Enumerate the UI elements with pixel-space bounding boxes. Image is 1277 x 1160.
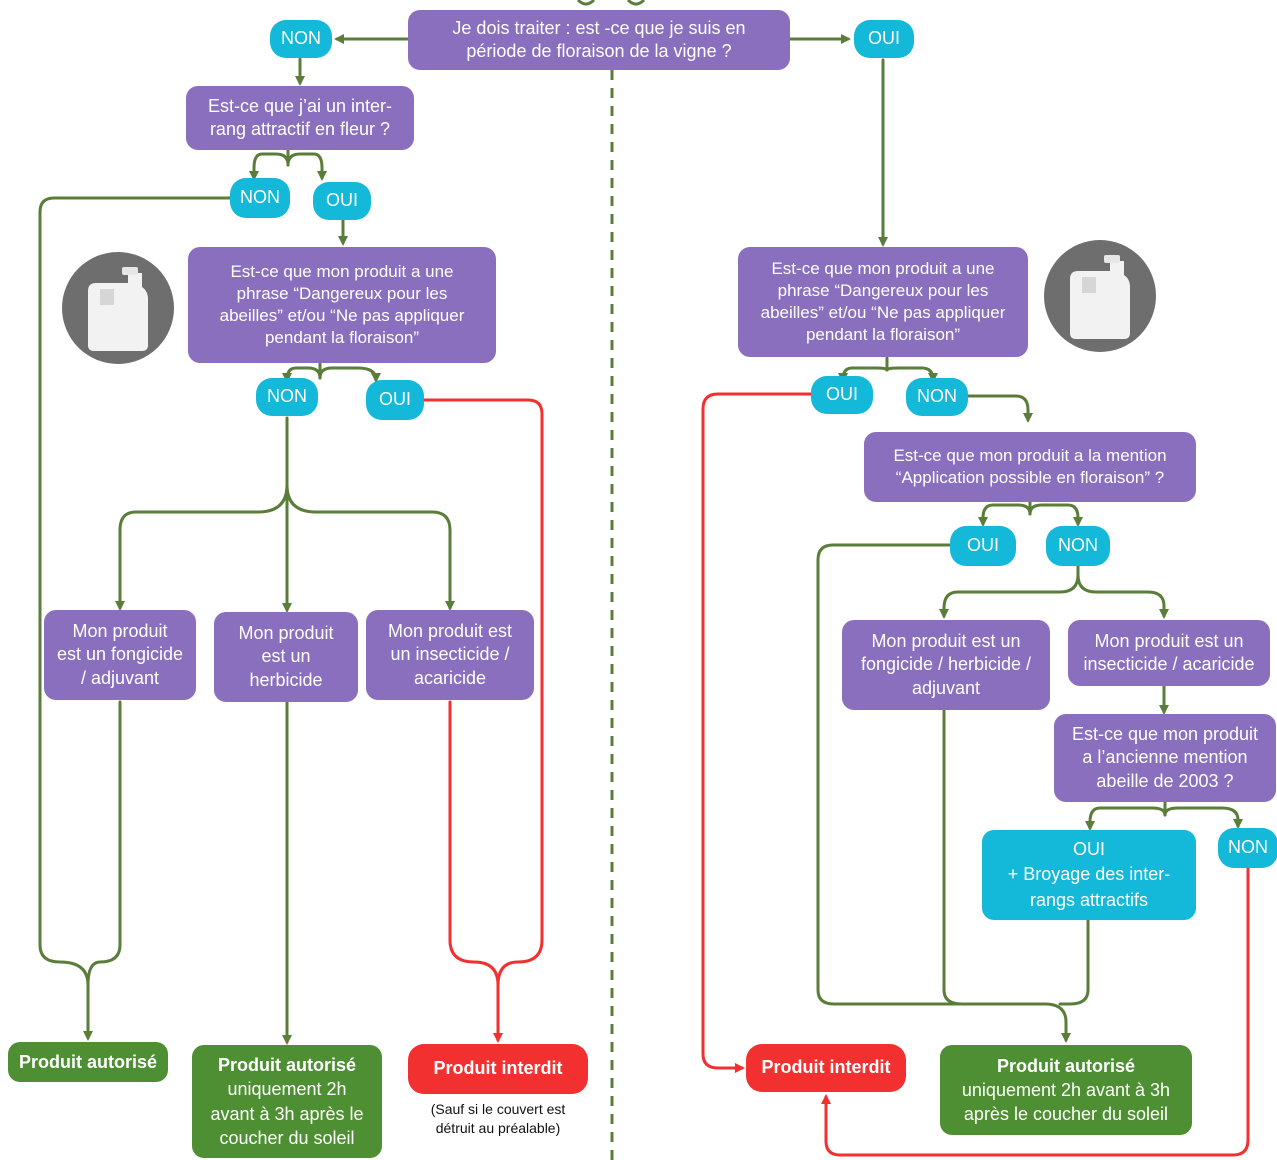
result-produit-interdit-left: Produit interdit [408, 1044, 588, 1094]
answer-non-interrang: NON [230, 178, 290, 218]
category-insecticide-acaricide-right: Mon produit est un insecticide / acarici… [1068, 620, 1270, 686]
answer-non-ancienne: NON [1218, 828, 1277, 868]
question-phrase-abeilles-left: Est-ce que mon produit a une phrase “Dan… [188, 247, 496, 363]
product-jug-icon [1044, 240, 1156, 352]
result-autorise-2h-left-title: Produit autorisé [217, 1054, 356, 1075]
result-autorise-2h-left: Produit autorisé uniquement 2h avant à 3… [192, 1045, 382, 1158]
result-autorise-2h-right-title: Produit autorisé [996, 1055, 1135, 1076]
answer-oui-interrang: OUI [313, 182, 371, 220]
question-phrase-abeilles-right: Est-ce que mon produit a une phrase “Dan… [738, 247, 1028, 357]
result-autorise-2h-right-text: uniquement 2h avant à 3h après le couche… [961, 1079, 1171, 1125]
product-jug-icon [62, 252, 174, 364]
result-autorise-2h-left-text: uniquement 2h avant à 3h après le couche… [210, 1079, 364, 1148]
result-produit-autorise-label: Produit autorisé [18, 1051, 157, 1072]
top-question-floraison: Je dois traiter : est -ce que je suis en… [408, 10, 790, 70]
answer-non-mention: NON [1046, 526, 1110, 566]
interdit-note: (Sauf si le couvert est détruit au préal… [430, 1101, 566, 1136]
answer-oui-mention: OUI [950, 526, 1016, 566]
answer-oui-broyage: OUI + Broyage des inter- rangs attractif… [982, 830, 1196, 920]
answer-non-phrase-right: NON [906, 378, 968, 416]
answer-non-phrase-left: NON [256, 378, 318, 416]
result-produit-autorise: Produit autorisé [8, 1042, 168, 1082]
result-produit-interdit-right: Produit interdit [746, 1044, 906, 1092]
answer-oui-floraison: OUI [854, 20, 914, 58]
category-herbicide: Mon produit est un herbicide [214, 612, 358, 702]
question-ancienne-mention: Est-ce que mon produit a l’ancienne ment… [1054, 714, 1276, 802]
answer-oui-phrase-left: OUI [366, 380, 424, 420]
question-mention-floraison: Est-ce que mon produit a la mention “App… [864, 432, 1196, 502]
category-insecticide-acaricide-left: Mon produit est un insecticide / acarici… [366, 610, 534, 700]
result-autorise-2h-right: Produit autorisé uniquement 2h avant à 3… [940, 1045, 1192, 1135]
question-interrang: Est-ce que j’ai un inter- rang attractif… [186, 86, 414, 150]
category-fongicide-adjuvant: Mon produit est un fongicide / adjuvant [44, 610, 196, 700]
category-fongicide-herbicide-adjuvant: Mon produit est un fongicide / herbicide… [842, 620, 1050, 710]
answer-oui-phrase-right: OUI [811, 376, 873, 414]
answer-non-floraison: NON [270, 20, 332, 58]
